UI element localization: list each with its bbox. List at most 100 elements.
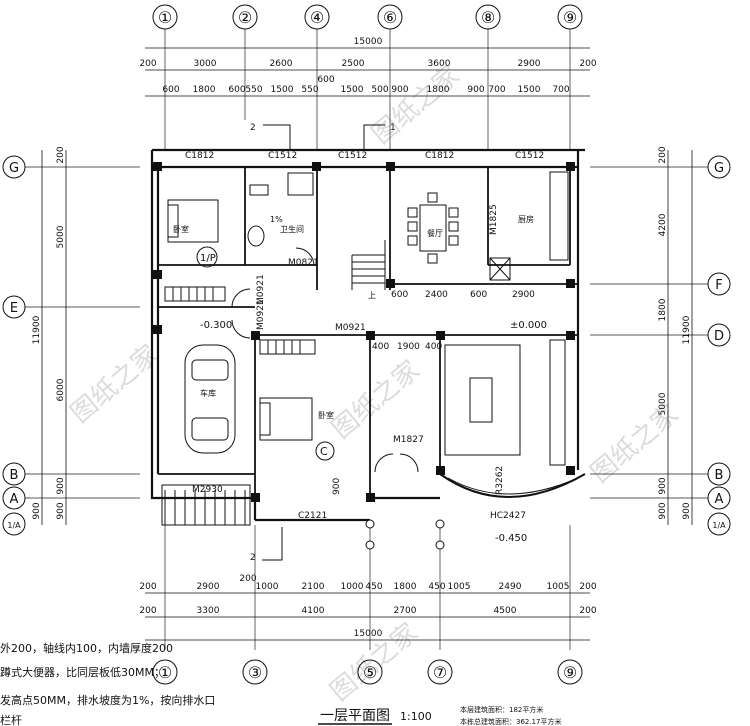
dim-text: 1000 [256,582,279,592]
dim-text: 3600 [428,59,451,69]
bathroom-fixtures [247,172,314,247]
note-line: 发高点50MM，排水坡度为1%，按向排水口 [0,693,215,707]
axis-label: ② [238,8,252,27]
stair-up-label: 上 [368,291,376,300]
exterior-walls [150,148,585,522]
dim-text: 1500 [518,85,541,95]
watermark-text: 图纸之家 [585,399,684,489]
axis-label: F [715,278,722,293]
dim-text: 15000 [354,629,383,639]
dim-text: 550 [301,85,318,95]
door-swings [231,247,419,473]
dim-text: 1800 [427,85,450,95]
level-marks: -0.300 ±0.000 -0.450 [200,320,547,544]
room-label-garage: 车库 [200,388,216,398]
interior-walls [158,167,578,498]
detail-label: 1/P [200,253,216,264]
level: -0.300 [200,320,232,331]
interior-dims: 2400 600 2900 600 1900 400 400 900 [332,290,535,495]
top-axis-labels: ① ② ④ ⑥ ⑧ ⑨ [158,8,577,27]
dim-text: 200 [139,59,156,69]
dim-text: 2900 [518,59,541,69]
dim-text: 2900 [197,582,220,592]
axis-label: A [715,492,724,507]
dim-text: 900 [682,502,692,519]
axis-label: ④ [310,8,324,27]
dim-text: 1500 [341,85,364,95]
axis-label: B [715,468,724,483]
dim-text: 200 [579,582,596,592]
dim-text: 600 [391,290,408,300]
detail-label: C [320,445,328,458]
dim-text: 1800 [658,298,668,321]
drawing-scale: 1:100 [400,710,432,723]
tag: C1812 [185,151,214,161]
dim-text: 600 [470,290,487,300]
bottom-dimension-lines [145,592,590,641]
dim-text: 1000 [341,582,364,592]
dim-text: 550 [245,85,262,95]
notes: 外200，轴线内100，内墙厚度200 蹲式大便器，比同层板低30MM； 发高点… [0,641,215,726]
dim-text: 11900 [682,315,692,344]
note-line: 栏杆 [0,713,22,726]
tag: M0821 [288,258,319,268]
tag: C1812 [425,151,454,161]
dim-text: 2600 [270,59,293,69]
dim-text: 200 [139,606,156,616]
axis-grid-lines [25,29,708,650]
dim-text: 500 [371,85,388,95]
axis-label: 1/A [7,521,21,530]
drawing-title: 一层平面图 [320,708,390,724]
dim-text: 400 [425,342,442,352]
detail-bubble [196,246,218,268]
axis-label: ⑦ [433,663,447,682]
dim-text: 2900 [512,290,535,300]
dim-text: 4100 [302,606,325,616]
axis-label: ⑥ [383,8,397,27]
slope-label: 1% [270,215,283,224]
bed-2 [259,397,313,441]
section-mark-label: 2 [250,553,256,563]
dim-text: 11900 [32,315,42,344]
kitchen-counter [489,171,569,281]
dim-text: 900 [332,478,342,495]
room-label-bathroom: 卫生间 [280,224,304,234]
garage-steps [164,490,246,525]
room-label-bedroom1: 卧室 [173,224,189,234]
dim-text: 1900 [397,342,420,352]
section-mark-label: 1 [390,123,396,133]
dim-text: 900 [658,502,668,519]
dim-text: 2400 [425,290,448,300]
dim-text: 1005 [547,582,570,592]
dim-text: 200 [579,606,596,616]
top-dimension-texts: 15000 200 3000 2600 2500 3600 2900 200 6… [139,37,596,95]
tag: C1512 [515,151,544,161]
bed-1 [167,199,219,243]
dim-text: 700 [552,85,569,95]
dim-text: 4200 [658,213,668,236]
section-mark-label: 2 [250,123,256,133]
dim-text: 600 [228,85,245,95]
level: ±0.000 [510,320,547,331]
side-dimension-lines [41,150,693,525]
dim-text: 900 [391,85,408,95]
tag: M1827 [393,435,424,445]
dim-text: 200 [239,574,256,584]
dim-text: 200 [658,146,668,163]
dim-text: 5000 [658,392,668,415]
dim-text: 5000 [56,225,66,248]
tag: M2930 [192,485,223,495]
axis-label: G [714,161,724,176]
watermark-text: 图纸之家 [367,60,466,150]
bay-window [439,473,586,498]
dim-text: 200 [56,146,66,163]
dim-text: 4500 [494,606,517,616]
side-axis-bubbles [2,155,731,536]
axis-label: G [9,161,19,176]
section-marks [262,124,385,561]
room-label-kitchen: 厨房 [518,214,534,224]
bay-window-inner [447,477,579,495]
area-line: 本栋总建筑面积：362.17平方米 [460,717,562,726]
watermark-text: 图纸之家 [327,355,426,445]
dim-text: 450 [365,582,382,592]
